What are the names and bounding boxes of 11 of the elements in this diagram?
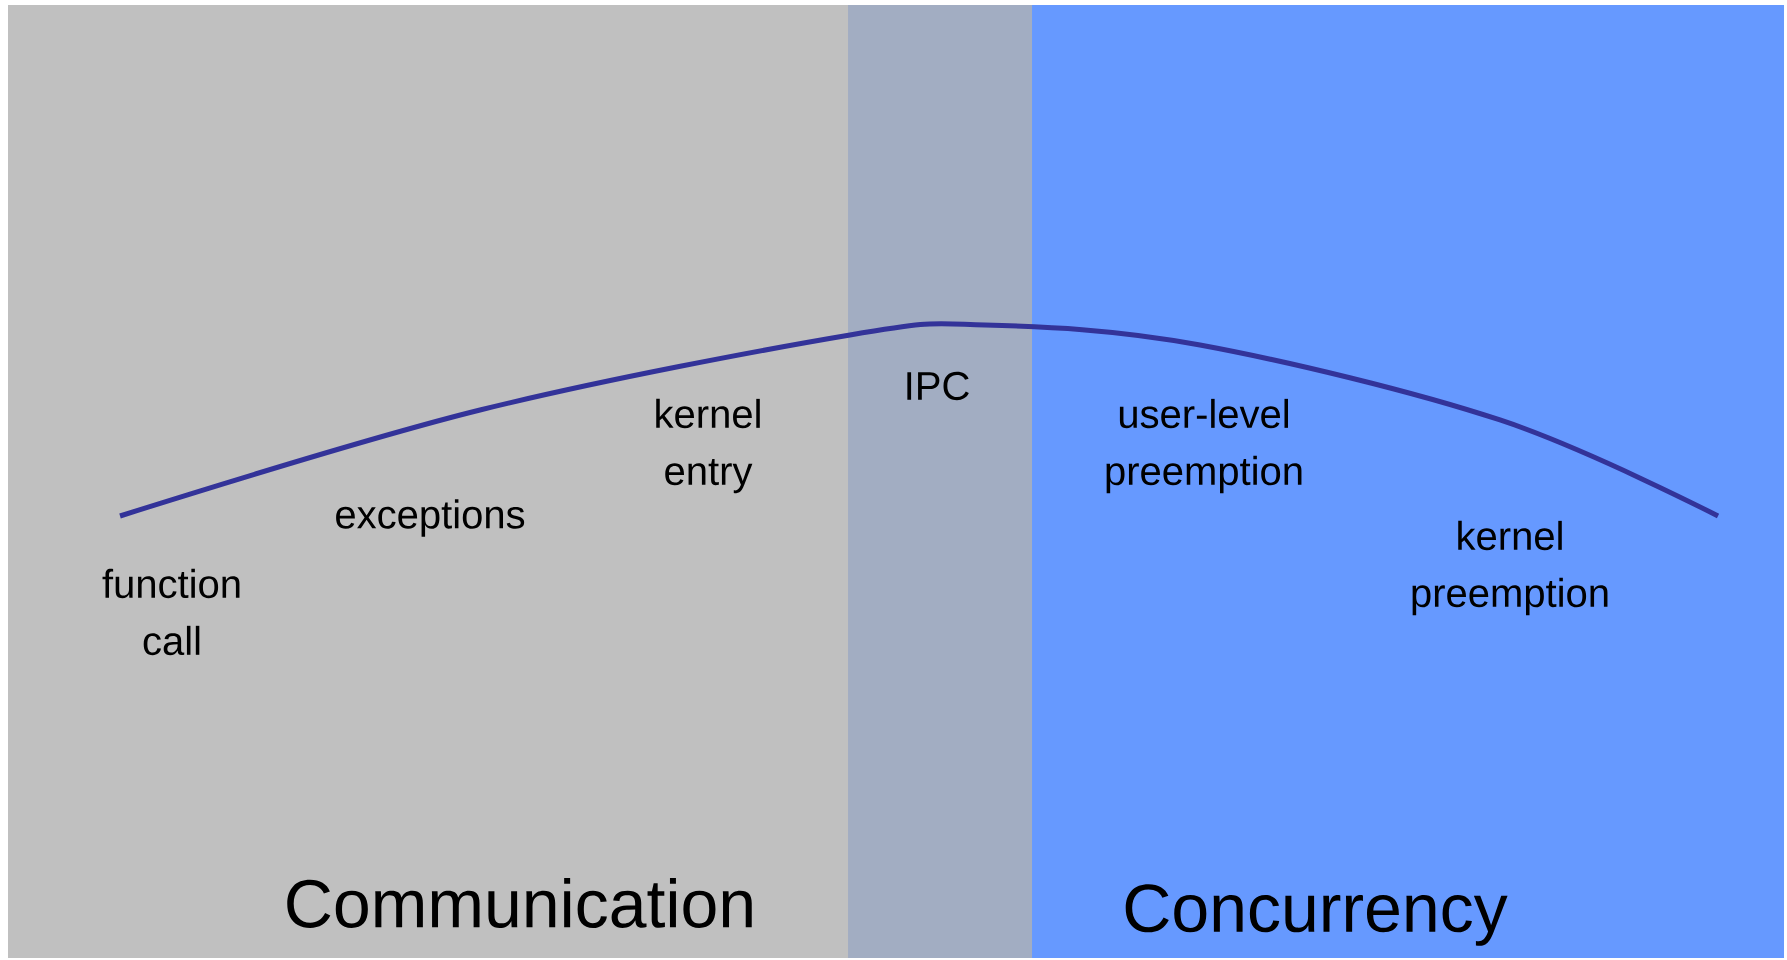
label: exceptions: [336, 499, 525, 537]
band: [8, 5, 848, 958]
band: [1032, 5, 1784, 958]
band-title: Communication: [287, 878, 752, 928]
label: kernel preemption: [1412, 520, 1608, 616]
band: [848, 5, 1032, 958]
band-title: Concurrency: [1125, 884, 1508, 946]
label: function call: [102, 568, 240, 656]
label: kernel entry: [656, 398, 760, 494]
band-title: IPC: [907, 371, 969, 401]
label: user-level preemption: [1106, 398, 1302, 494]
